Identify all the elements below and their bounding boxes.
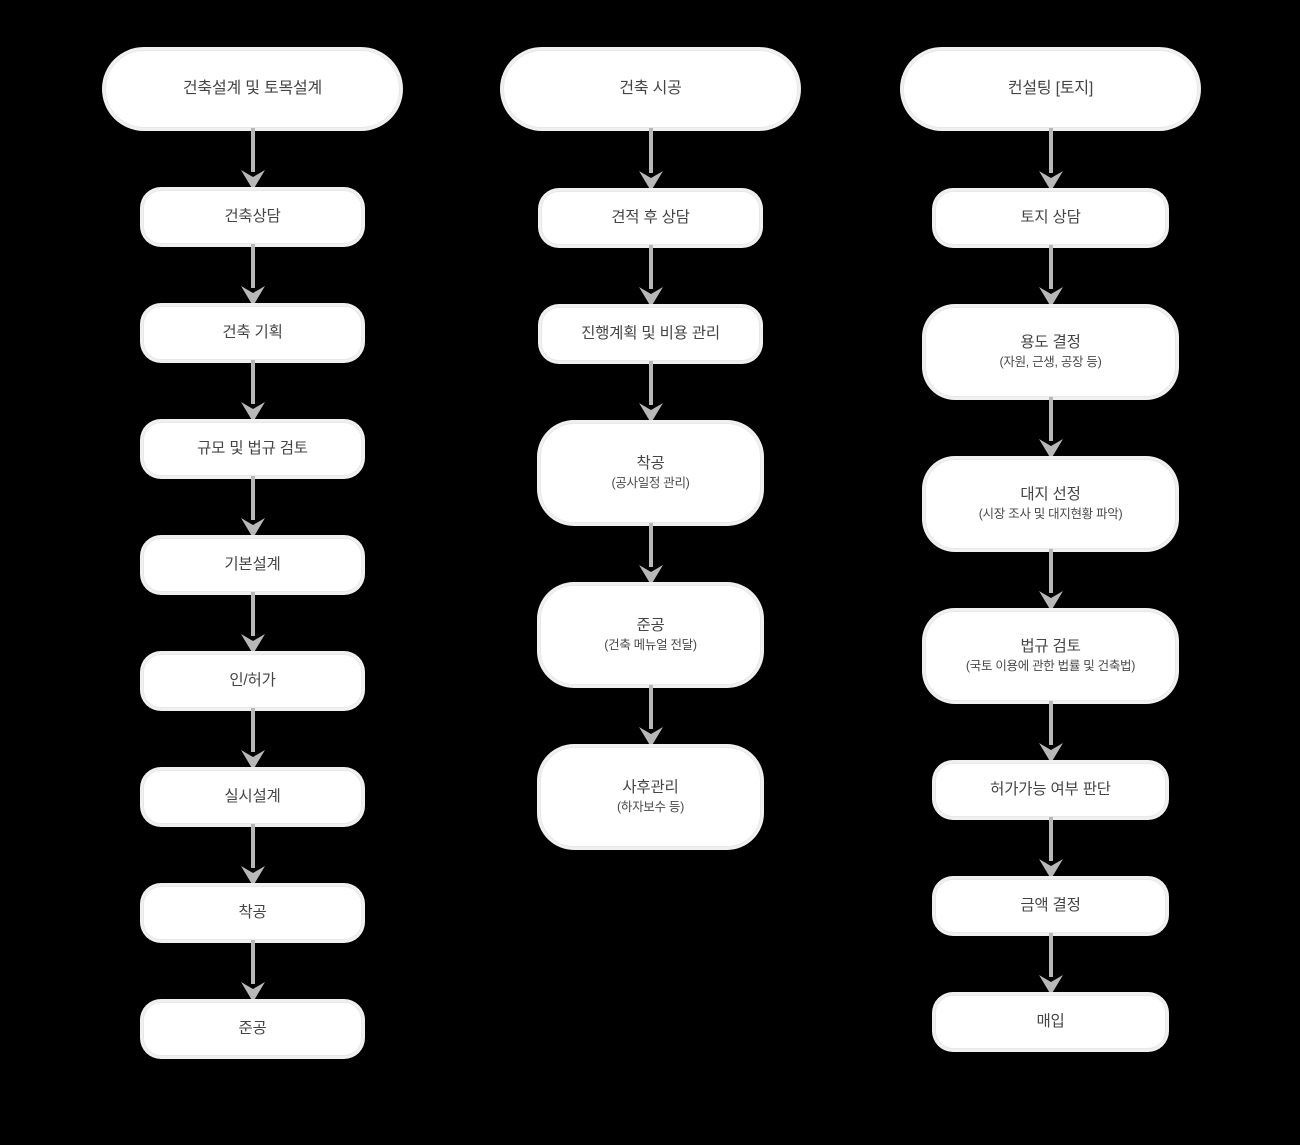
flow-connector-arrow bbox=[238, 824, 268, 886]
flow-connector-arrow bbox=[636, 128, 666, 191]
flow-node-title: 매입 bbox=[1036, 1013, 1065, 1031]
flow-connector-arrow bbox=[238, 360, 268, 422]
flow-node-title: 실시설계 bbox=[224, 788, 281, 806]
flow-connector-arrow bbox=[1036, 245, 1066, 307]
flow-node[interactable]: 견적 후 상담 bbox=[541, 191, 760, 245]
flow-node[interactable]: 토지 상담 bbox=[935, 191, 1166, 245]
flow-connector-arrow bbox=[636, 685, 666, 747]
flow-node-title: 용도 결정 bbox=[1020, 334, 1081, 351]
flow-node[interactable]: 대지 선정 (시장 조사 및 대지현황 파악) bbox=[925, 459, 1176, 549]
flow-connector-arrow bbox=[238, 244, 268, 306]
flow-connector-arrow bbox=[1036, 933, 1066, 995]
flow-node[interactable]: 준공 bbox=[143, 1002, 362, 1056]
flow-node-title: 규모 및 법규 검토 bbox=[197, 440, 308, 458]
flow-node-title: 준공 bbox=[238, 1020, 267, 1038]
flow-node[interactable]: 착공 bbox=[143, 886, 362, 940]
flow-node-title: 건축설계 및 토목설계 bbox=[182, 80, 323, 97]
flow-node-title: 기본설계 bbox=[224, 556, 281, 574]
flow-node[interactable]: 용도 결정 (자원, 근생, 공장 등) bbox=[925, 307, 1176, 397]
flow-connector-arrow bbox=[1036, 701, 1066, 763]
flow-connector-arrow bbox=[238, 940, 268, 1002]
flow-node-title: 건축 기획 bbox=[222, 324, 283, 342]
flow-connector-arrow bbox=[1036, 549, 1066, 611]
flow-node-title: 토지 상담 bbox=[1020, 209, 1081, 227]
flow-node[interactable]: 진행계획 및 비용 관리 bbox=[541, 307, 760, 361]
flow-node-title: 법규 검토 bbox=[1020, 638, 1081, 655]
flow-node[interactable]: 사후관리 (하자보수 등) bbox=[540, 747, 761, 847]
flow-node-title: 착공 bbox=[238, 904, 267, 922]
flow-node[interactable]: 실시설계 bbox=[143, 770, 362, 824]
flow-node-subtitle: (자원, 근생, 공장 등) bbox=[999, 355, 1102, 370]
flow-connector-arrow bbox=[636, 245, 666, 307]
flow-connector-arrow bbox=[636, 523, 666, 585]
flow-node-title: 진행계획 및 비용 관리 bbox=[581, 325, 720, 343]
flow-node-subtitle: (공사일정 관리) bbox=[611, 476, 690, 491]
flow-node[interactable]: 건축상담 bbox=[143, 190, 362, 244]
flow-node[interactable]: 금액 결정 bbox=[935, 879, 1166, 933]
flow-node[interactable]: 규모 및 법규 검토 bbox=[143, 422, 362, 476]
flow-header-node[interactable]: 컨설팅 [토지] bbox=[903, 50, 1198, 128]
flow-node[interactable]: 법규 검토 (국토 이용에 관한 법률 및 건축법) bbox=[925, 611, 1176, 701]
flow-node-title: 준공 bbox=[636, 617, 665, 634]
flow-node[interactable]: 인/허가 bbox=[143, 654, 362, 708]
flow-connector-arrow bbox=[238, 708, 268, 770]
flow-node[interactable]: 허가가능 여부 판단 bbox=[935, 763, 1166, 817]
flow-node[interactable]: 매입 bbox=[935, 995, 1166, 1049]
flow-node-title: 대지 선정 bbox=[1020, 486, 1081, 503]
flow-node-title: 인/허가 bbox=[229, 672, 276, 690]
flow-node[interactable]: 준공 (건축 메뉴얼 전달) bbox=[540, 585, 761, 685]
flow-node-subtitle: (하자보수 등) bbox=[617, 800, 684, 815]
flow-node[interactable]: 착공 (공사일정 관리) bbox=[540, 423, 761, 523]
flow-node-title: 사후관리 bbox=[622, 779, 679, 796]
flow-node[interactable]: 건축 기획 bbox=[143, 306, 362, 360]
flow-node-title: 컨설팅 [토지] bbox=[1007, 80, 1094, 97]
flow-node-subtitle: (국토 이용에 관한 법률 및 건축법) bbox=[965, 659, 1136, 674]
flow-node-title: 건축 시공 bbox=[619, 80, 682, 97]
flow-connector-arrow bbox=[238, 128, 268, 190]
flow-node-subtitle: (시장 조사 및 대지현황 파악) bbox=[978, 507, 1123, 522]
flow-node-title: 견적 후 상담 bbox=[611, 209, 690, 227]
flow-node[interactable]: 기본설계 bbox=[143, 538, 362, 592]
flow-header-node[interactable]: 건축 시공 bbox=[503, 50, 798, 128]
flow-connector-arrow bbox=[636, 361, 666, 423]
flow-connector-arrow bbox=[238, 476, 268, 538]
flow-connector-arrow bbox=[1036, 397, 1066, 459]
flow-node-title: 착공 bbox=[636, 455, 665, 472]
flow-connector-arrow bbox=[238, 592, 268, 654]
flow-connector-arrow bbox=[1036, 128, 1066, 191]
flow-node-title: 허가가능 여부 판단 bbox=[990, 781, 1111, 799]
flow-node-subtitle: (건축 메뉴얼 전달) bbox=[604, 638, 697, 653]
flow-node-title: 금액 결정 bbox=[1020, 897, 1081, 915]
flow-header-node[interactable]: 건축설계 및 토목설계 bbox=[105, 50, 400, 128]
flow-node-title: 건축상담 bbox=[224, 208, 281, 226]
flow-connector-arrow bbox=[1036, 817, 1066, 879]
